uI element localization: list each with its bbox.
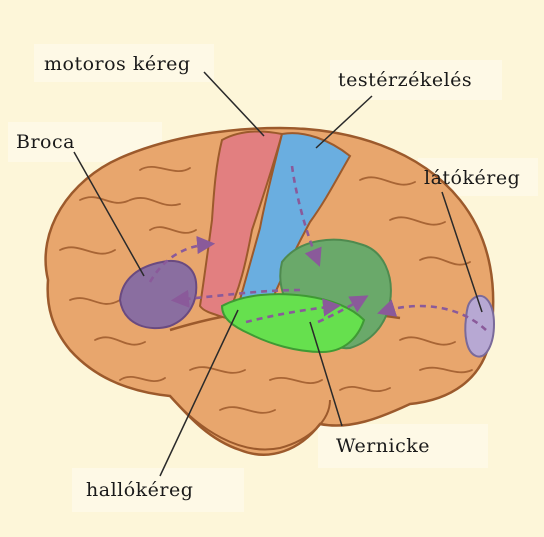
label-somatosensory: testérzékelés [338, 69, 472, 91]
label-visual-cortex: látókéreg [424, 167, 520, 189]
label-motor-cortex: motoros kéreg [44, 53, 191, 75]
label-auditory-cortex: hallókéreg [86, 479, 193, 501]
label-wernicke: Wernicke [336, 435, 430, 457]
label-broca: Broca [16, 131, 75, 153]
